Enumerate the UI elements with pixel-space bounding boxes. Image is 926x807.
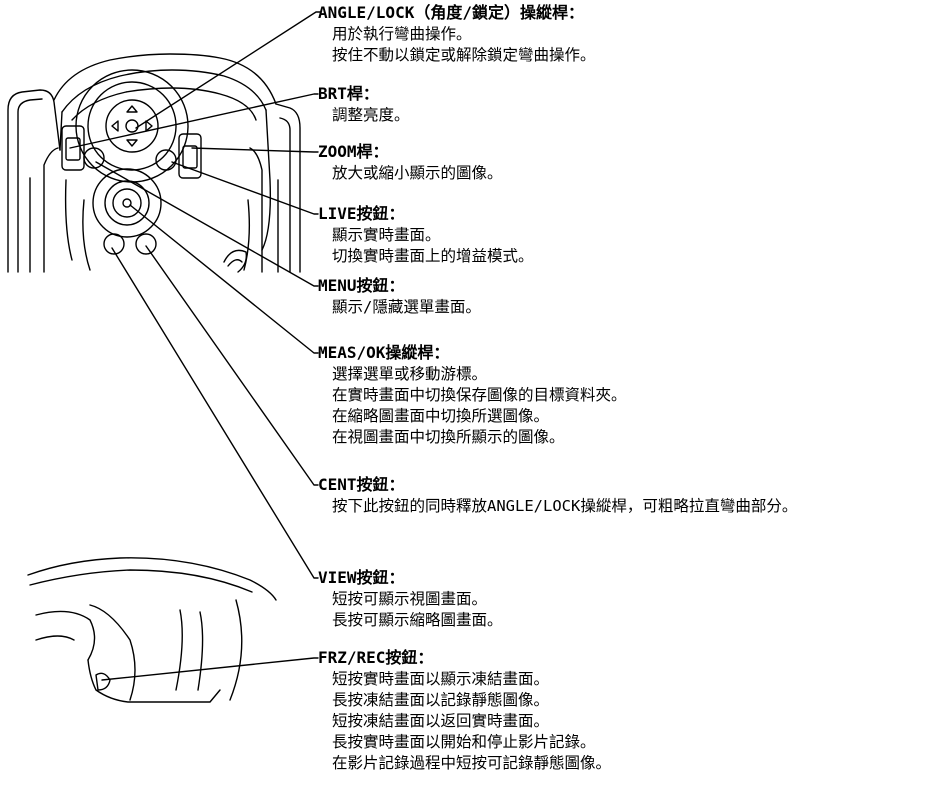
brt-entry: BRT桿： 調整亮度。 — [318, 83, 410, 126]
frz-rec-desc-1: 短按實時畫面以顯示凍結畫面。 — [332, 670, 550, 688]
meas-ok-desc-1: 選擇選單或移動游標。 — [332, 365, 488, 383]
zoom-desc-1: 放大或縮小顯示的圖像。 — [332, 164, 503, 182]
frz-rec-entry: FRZ/REC按鈕： 短按實時畫面以顯示凍結畫面。 長按凍結畫面以記錄靜態圖像。… — [318, 647, 611, 774]
live-entry: LIVE按鈕： 顯示實時畫面。 切換實時畫面上的增益模式。 — [318, 203, 534, 267]
view-desc-1: 短按可顯示視圖畫面。 — [332, 590, 488, 608]
live-title: LIVE按鈕： — [318, 204, 405, 223]
brt-title: BRT桿： — [318, 84, 379, 103]
frz-rec-desc-4: 長按實時畫面以開始和停止影片記錄。 — [332, 733, 596, 751]
menu-title: MENU按鈕： — [318, 276, 405, 295]
meas-ok-title: MEAS/OK操縱桿： — [318, 343, 450, 362]
brt-desc-1: 調整亮度。 — [332, 106, 410, 124]
angle-lock-title: ANGLE/LOCK（角度/鎖定）操縱桿： — [318, 3, 584, 22]
meas-ok-desc-4: 在視圖畫面中切換所顯示的圖像。 — [332, 428, 565, 446]
zoom-entry: ZOOM桿： 放大或縮小顯示的圖像。 — [318, 141, 503, 184]
view-entry: VIEW按鈕： 短按可顯示視圖畫面。 長按可顯示縮略圖畫面。 — [318, 567, 503, 631]
view-title: VIEW按鈕： — [318, 568, 405, 587]
angle-lock-entry: ANGLE/LOCK（角度/鎖定）操縱桿： 用於執行彎曲操作。 按住不動以鎖定或… — [318, 2, 596, 66]
frz-rec-desc-2: 長按凍結畫面以記錄靜態圖像。 — [332, 691, 550, 709]
frz-rec-desc-5: 在影片記錄過程中短按可記錄靜態圖像。 — [332, 754, 612, 772]
live-desc-1: 顯示實時畫面。 — [332, 226, 441, 244]
live-desc-2: 切換實時畫面上的增益模式。 — [332, 247, 534, 265]
frz-rec-title: FRZ/REC按鈕： — [318, 648, 434, 667]
view-desc-2: 長按可顯示縮略圖畫面。 — [332, 611, 503, 629]
zoom-title: ZOOM桿： — [318, 142, 389, 161]
cent-title: CENT按鈕： — [318, 475, 405, 494]
meas-ok-desc-2: 在實時畫面中切換保存圖像的目標資料夾。 — [332, 386, 627, 404]
menu-entry: MENU按鈕： 顯示/隱藏選單畫面。 — [318, 275, 481, 318]
cent-entry: CENT按鈕： 按下此按鈕的同時釋放ANGLE/LOCK操縱桿，可粗略拉直彎曲部… — [318, 474, 926, 517]
frz-rec-desc-3: 短按凍結畫面以返回實時畫面。 — [332, 712, 550, 730]
menu-desc-1: 顯示/隱藏選單畫面。 — [332, 298, 481, 316]
scope-grip — [27, 557, 277, 703]
angle-lock-desc-2: 按住不動以鎖定或解除鎖定彎曲操作。 — [332, 46, 596, 64]
leader-lines — [69, 11, 321, 681]
meas-ok-entry: MEAS/OK操縱桿： 選擇選單或移動游標。 在實時畫面中切換保存圖像的目標資料… — [318, 342, 627, 448]
angle-lock-desc-1: 用於執行彎曲操作。 — [332, 25, 472, 43]
cent-desc-1: 按下此按鈕的同時釋放ANGLE/LOCK操縱桿，可粗略拉直彎曲部分。 — [332, 497, 798, 515]
scope-controller-body — [7, 53, 301, 273]
meas-ok-desc-3: 在縮略圖畫面中切換所選圖像。 — [332, 407, 550, 425]
